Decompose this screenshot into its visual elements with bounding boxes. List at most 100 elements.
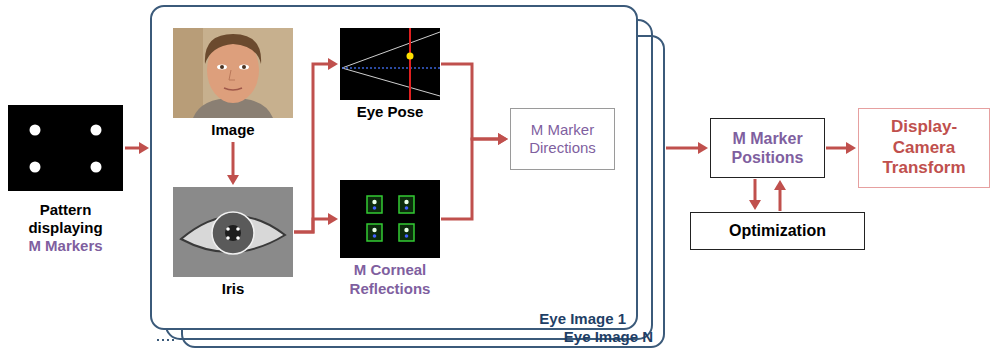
flow-arrow (826, 142, 856, 154)
reflection-dot (404, 200, 408, 204)
reflection-box (367, 196, 382, 213)
process-box: M Marker Directions (510, 108, 615, 170)
marker-dot (30, 162, 41, 173)
panel-illustration (340, 180, 440, 258)
arrow-head (698, 142, 708, 154)
node-label: Eye Pose (340, 103, 440, 122)
arrow-head (328, 58, 338, 70)
flow-arrow (227, 142, 239, 185)
arrow-line (441, 139, 499, 219)
arrow-head (846, 142, 856, 154)
hair (205, 34, 261, 64)
node-label: M Markers (8, 237, 123, 255)
pattern-illustration (8, 105, 123, 191)
pose-background (340, 28, 440, 100)
panel-illustration (173, 28, 293, 118)
view-cone (342, 68, 440, 96)
panel-illustration (340, 28, 440, 100)
arrow-line (441, 64, 499, 139)
marker-dot (91, 162, 102, 173)
image-panel: Eye Pose (340, 28, 440, 122)
iris (212, 212, 254, 254)
reflection-center (405, 206, 409, 210)
reflection-box (399, 224, 414, 241)
process-box: Optimization (690, 212, 865, 250)
node-label: Pattern displaying (8, 201, 123, 237)
node-label: Eye Image N (564, 328, 653, 345)
node-label: M Corneal Reflections (335, 261, 445, 299)
ellipsis-dots (157, 339, 177, 341)
arrow-line (754, 179, 757, 201)
pattern-screen (8, 105, 123, 191)
arrow-head (498, 133, 508, 145)
flow-arrow (294, 58, 338, 232)
reflection-center (373, 234, 377, 238)
arrow-line (232, 142, 235, 176)
image-panel: M Corneal Reflections (335, 180, 445, 299)
process-box: Display-Camera Transform (858, 108, 990, 188)
image-plane (409, 28, 411, 100)
node-label: Optimization (729, 221, 826, 240)
glint (236, 227, 240, 231)
reflection-background (340, 180, 440, 258)
eye (217, 65, 227, 70)
pupil (225, 225, 241, 241)
gaze-point (407, 53, 414, 60)
reflection-center (405, 234, 409, 238)
arrow-line (826, 147, 847, 150)
panel-illustration (173, 187, 293, 277)
pupil (220, 65, 224, 69)
arrow-head (328, 213, 338, 225)
flow-arrow (666, 142, 708, 154)
node-label: Image (173, 121, 293, 140)
reflection-dot (372, 228, 376, 232)
flow-arrow (125, 142, 149, 154)
image-panel: Image (173, 28, 293, 140)
pupil (242, 65, 246, 69)
reflection-box (399, 196, 414, 213)
flow-arrow (294, 213, 338, 232)
marker-pattern: Pattern displayingM Markers (8, 105, 123, 255)
node-label: Eye Image 1 (539, 310, 626, 327)
reflection-center (373, 206, 377, 210)
glint (226, 236, 230, 240)
node-label: Iris (173, 280, 293, 299)
marker-dot (91, 125, 102, 136)
glint (236, 236, 240, 240)
mouth (224, 88, 242, 90)
arrow-line (125, 147, 140, 150)
image-panel: Iris (173, 187, 293, 299)
iris-contour (212, 212, 254, 254)
flow-arrow (441, 64, 508, 145)
nose (229, 70, 235, 80)
view-cone (342, 32, 440, 68)
optical-axis (342, 67, 440, 69)
arrow-line (779, 189, 782, 211)
flow-arrow (749, 179, 761, 210)
glint (226, 227, 230, 231)
arrow-head (498, 133, 508, 145)
reflection-dot (404, 228, 408, 232)
arrow-line (294, 64, 329, 232)
node-label: Display-Camera Transform (867, 117, 981, 178)
process-box: M Marker Positions (710, 118, 825, 178)
arrow-head (774, 180, 786, 190)
arrow-head (227, 175, 239, 185)
photo-background (173, 28, 203, 118)
marker-dot (30, 125, 41, 136)
reflection-box (367, 224, 382, 241)
flow-arrow (774, 180, 786, 211)
reflection-dot (372, 200, 376, 204)
flow-arrow (441, 133, 508, 219)
photo-background (173, 187, 293, 277)
eye-image-frame: Eye Image 1 ImageIris Eye Pose M Corneal Re… (150, 5, 638, 330)
arrow-head (139, 142, 149, 154)
node-label: M Marker Directions (519, 121, 606, 157)
node-label: M Marker Positions (719, 129, 816, 167)
arrow-line (666, 147, 699, 150)
photo-background (173, 28, 293, 118)
arrow-head (749, 200, 761, 210)
eye (239, 65, 249, 70)
arrow-line (294, 219, 329, 232)
